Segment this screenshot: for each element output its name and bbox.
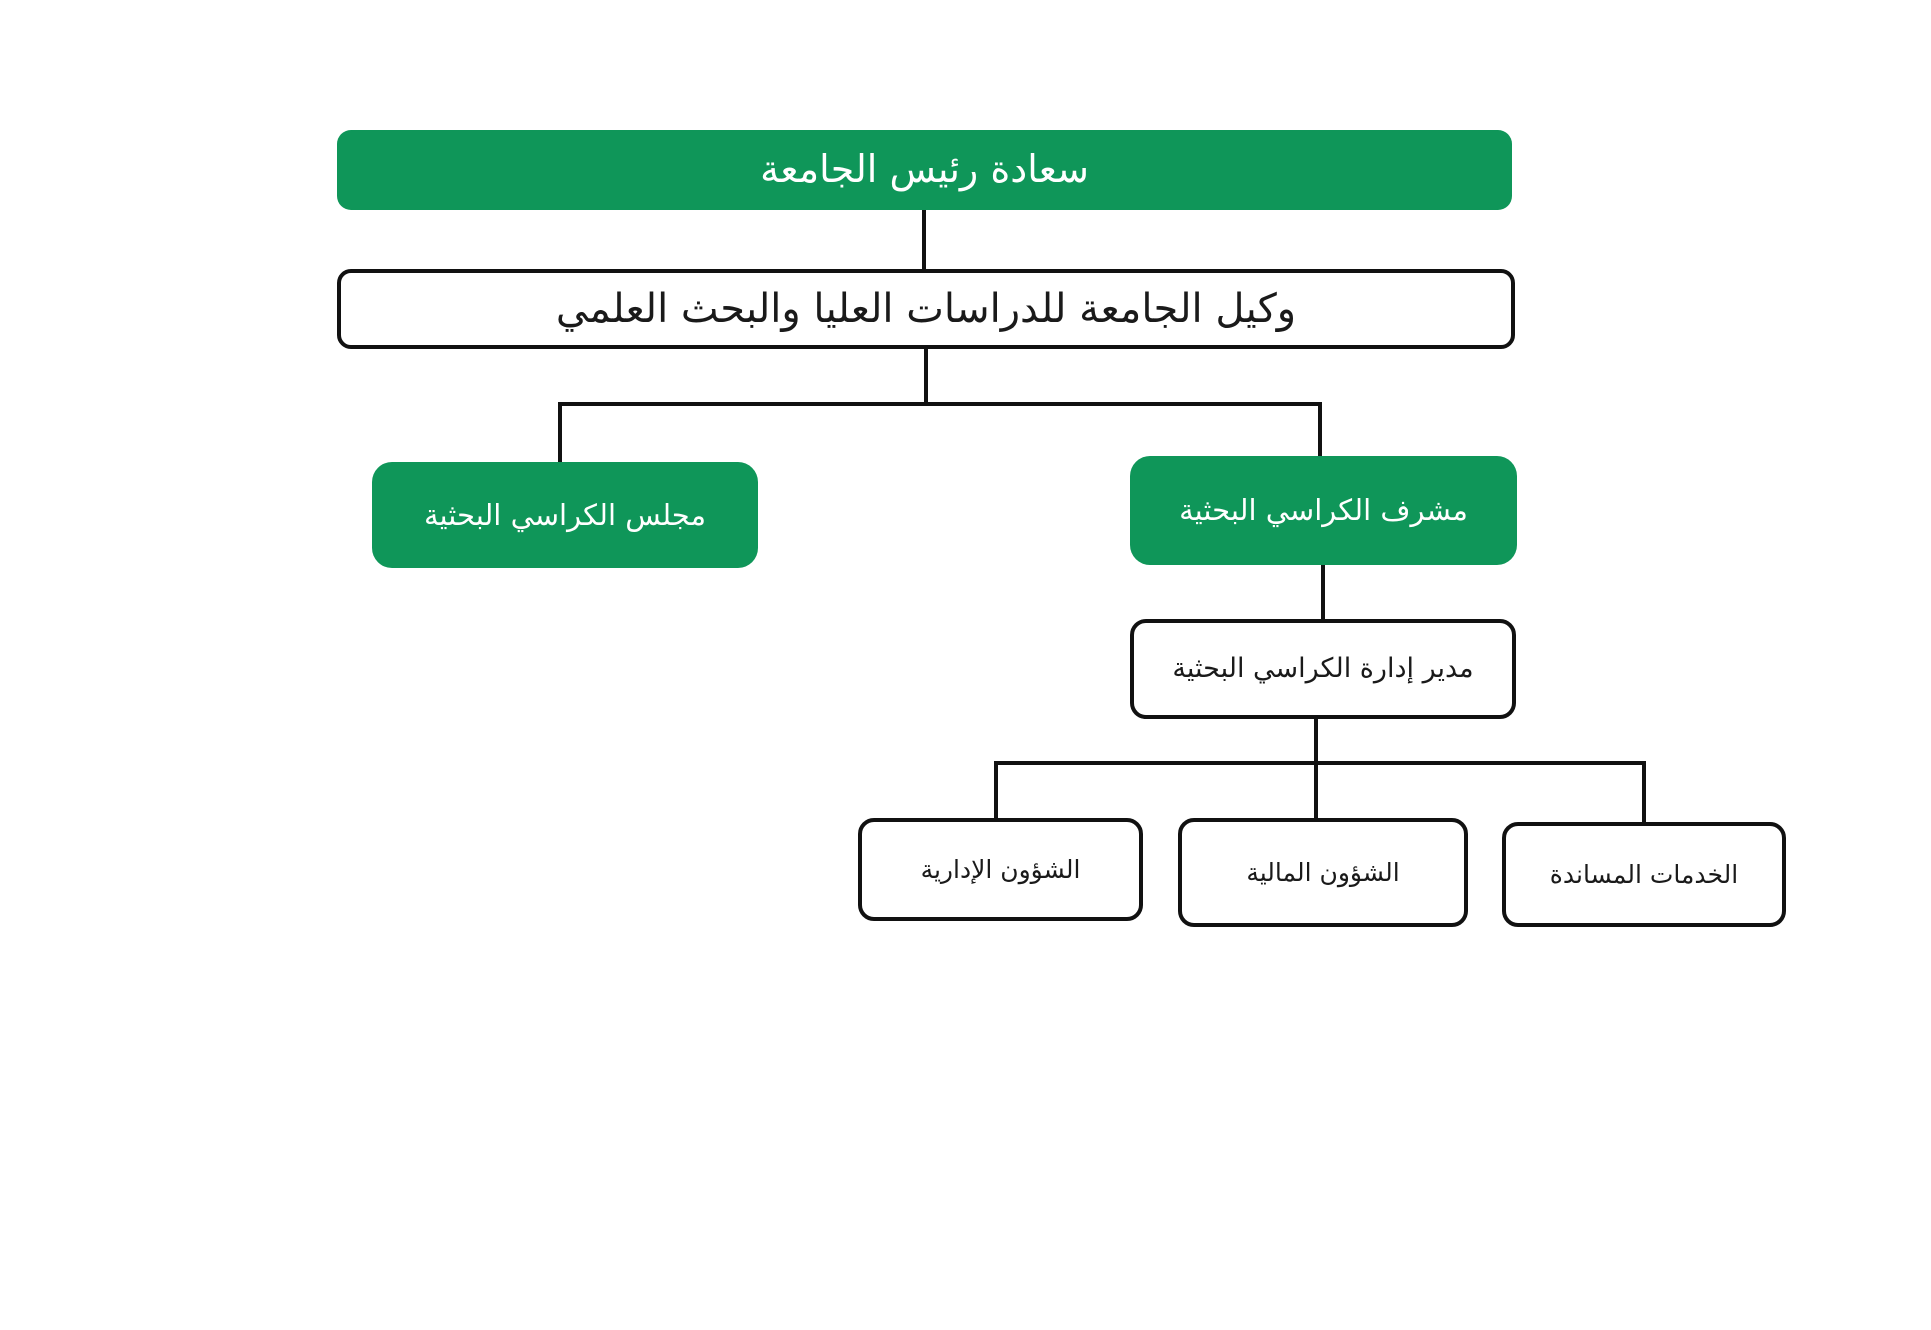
connector-drop-council bbox=[558, 402, 562, 464]
node-research-chairs-director: مدير إدارة الكراسي البحثية bbox=[1130, 619, 1516, 719]
node-administrative-affairs: الشؤون الإدارية bbox=[858, 818, 1143, 921]
node-support-services: الخدمات المساندة bbox=[1502, 822, 1786, 927]
node-financial-affairs-label: الشؤون المالية bbox=[1246, 857, 1400, 887]
connector-hline-level4 bbox=[994, 761, 1646, 765]
connector-drop-admin bbox=[994, 761, 998, 820]
node-research-chairs-supervisor-label: مشرف الكراسي البحثية bbox=[1179, 493, 1468, 528]
node-university-president: سعادة رئيس الجامعة bbox=[337, 130, 1512, 210]
connector-drop-supervisor bbox=[1318, 402, 1322, 458]
node-vice-president-graduate-studies-label: وكيل الجامعة للدراسات العليا والبحث العل… bbox=[555, 286, 1297, 332]
connector-president-to-vice bbox=[922, 210, 926, 269]
connector-director-down bbox=[1314, 719, 1318, 763]
connector-drop-finance bbox=[1314, 761, 1318, 820]
connector-drop-support bbox=[1642, 761, 1646, 824]
node-research-chairs-council: مجلس الكراسي البحثية bbox=[372, 462, 758, 568]
node-research-chairs-director-label: مدير إدارة الكراسي البحثية bbox=[1172, 653, 1474, 685]
connector-supervisor-to-director bbox=[1321, 565, 1325, 621]
connector-hline-level2 bbox=[558, 402, 1322, 406]
node-administrative-affairs-label: الشؤون الإدارية bbox=[920, 854, 1081, 884]
node-research-chairs-supervisor: مشرف الكراسي البحثية bbox=[1130, 456, 1517, 565]
node-financial-affairs: الشؤون المالية bbox=[1178, 818, 1468, 927]
connector-vice-down bbox=[924, 349, 928, 404]
node-research-chairs-council-label: مجلس الكراسي البحثية bbox=[423, 497, 707, 532]
node-vice-president-graduate-studies: وكيل الجامعة للدراسات العليا والبحث العل… bbox=[337, 269, 1515, 349]
node-support-services-label: الخدمات المساندة bbox=[1549, 859, 1739, 889]
node-university-president-label: سعادة رئيس الجامعة bbox=[760, 147, 1089, 192]
